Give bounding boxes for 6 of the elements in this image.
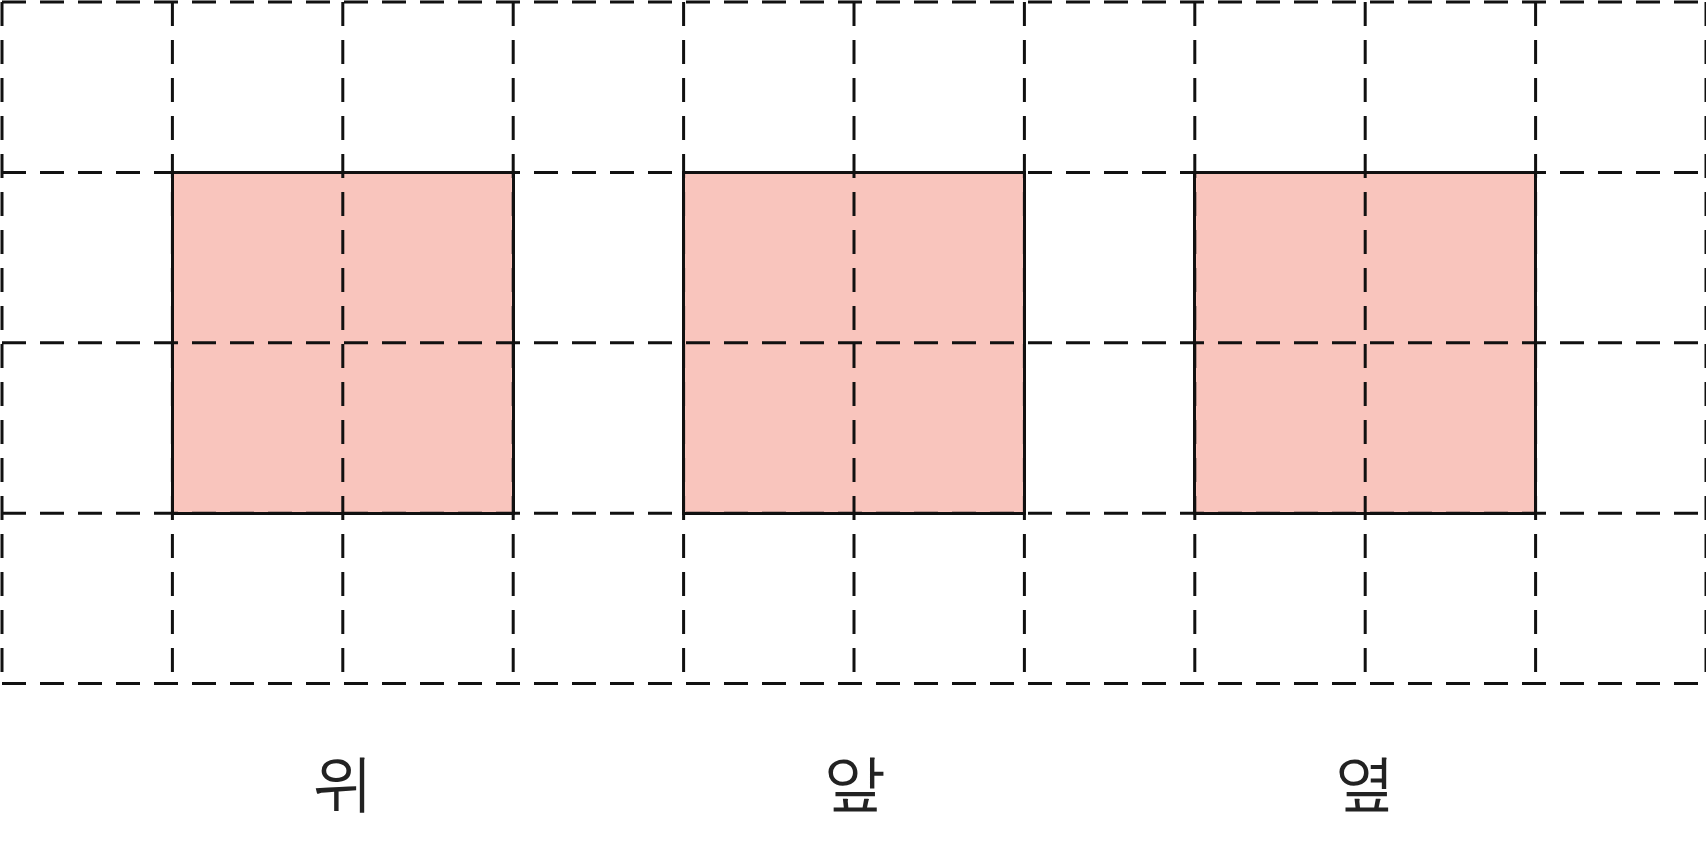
- view-square: [170, 170, 515, 515]
- view-square: [682, 170, 1026, 515]
- view-label: 옆: [1334, 752, 1397, 814]
- view-label: 앞: [823, 752, 885, 814]
- view-label: 위: [311, 752, 374, 814]
- view-square: [1193, 170, 1538, 515]
